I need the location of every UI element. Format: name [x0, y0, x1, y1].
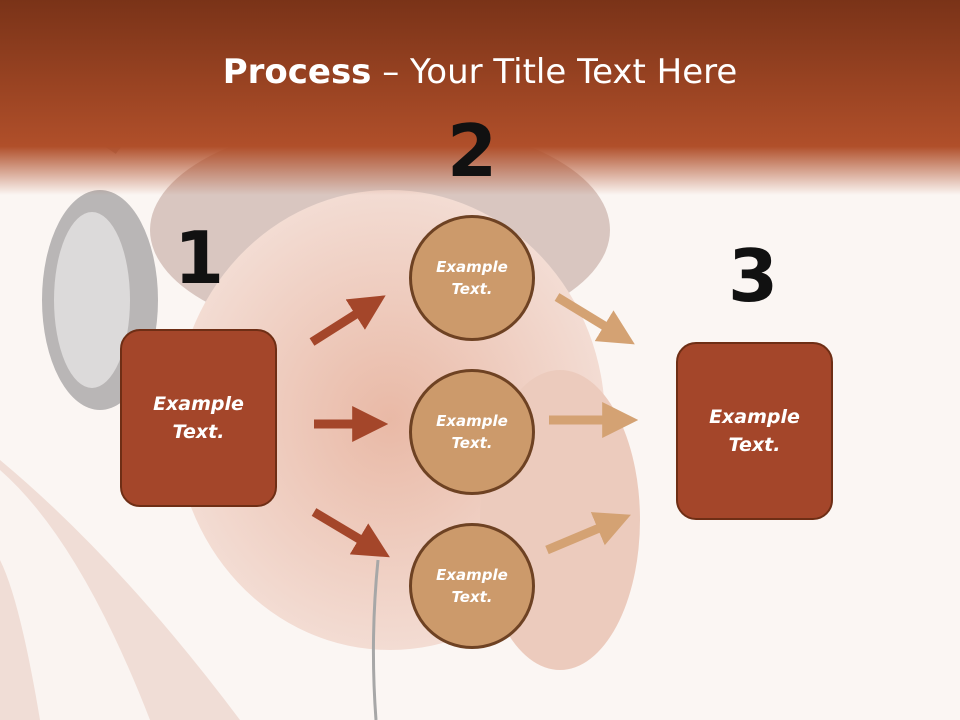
title-rest: – Your Title Text Here: [371, 52, 738, 92]
arrow-2a-to-3: [554, 293, 635, 345]
step-number-1: 1: [173, 216, 225, 300]
step-2-circle-2: Example Text.: [409, 369, 535, 495]
step-number-2: 2: [446, 109, 498, 193]
step-3-text: Example Text.: [709, 405, 800, 457]
step-1-text: Example Text.: [153, 392, 244, 444]
step-2-circle-2-text: Example Text.: [436, 411, 508, 453]
step-number-3: 3: [727, 234, 779, 318]
step-2-circle-1-text: Example Text.: [436, 257, 508, 299]
arrow-2c-to-3: [545, 512, 631, 555]
title-strong: Process: [222, 52, 372, 92]
slide-title: Process – Your Title Text Here: [0, 52, 960, 92]
step-2-circle-1: Example Text.: [409, 215, 535, 341]
arrow-1-to-2c: [311, 508, 390, 558]
step-3-box: Example Text.: [676, 342, 833, 520]
step-2-circle-3: Example Text.: [409, 523, 535, 649]
step-1-box: Example Text.: [120, 329, 277, 507]
step-2-circle-3-text: Example Text.: [436, 565, 508, 607]
arrow-1-to-2a: [309, 295, 386, 346]
